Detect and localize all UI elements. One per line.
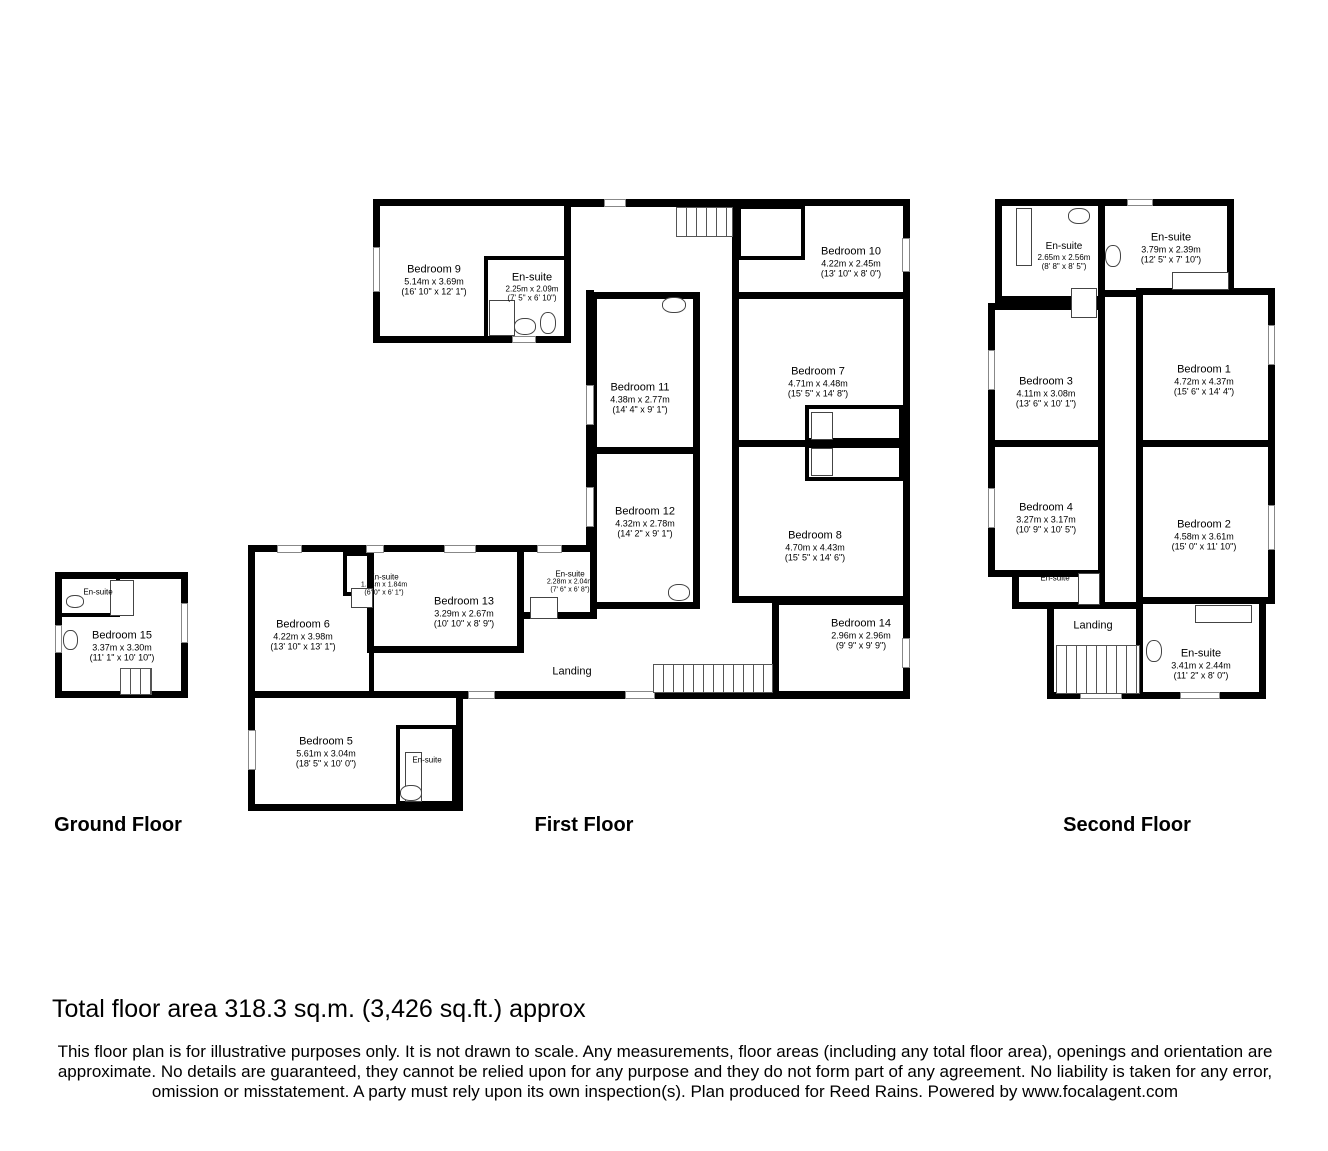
bedroom-2-walls bbox=[1136, 440, 1275, 604]
floor-title-first: First Floor bbox=[534, 814, 634, 836]
window bbox=[625, 691, 655, 699]
en-suite-10-walls bbox=[737, 205, 805, 260]
window bbox=[1268, 325, 1275, 365]
basin bbox=[63, 630, 78, 650]
bedroom-5-walls bbox=[248, 691, 463, 811]
shower-tray bbox=[351, 588, 373, 608]
window bbox=[55, 625, 62, 653]
stairs bbox=[120, 668, 152, 695]
basin bbox=[668, 584, 690, 601]
en-suite-5-walls bbox=[396, 725, 456, 805]
toilet bbox=[66, 595, 84, 608]
total-floor-area: Total floor area 318.3 sq.m. (3,426 sq.f… bbox=[52, 995, 586, 1023]
stairs bbox=[676, 207, 733, 237]
window bbox=[277, 545, 302, 553]
en-suite-8-walls bbox=[805, 444, 903, 481]
wall bbox=[373, 199, 909, 207]
window bbox=[902, 238, 910, 272]
basin bbox=[662, 297, 686, 313]
floor-title-second: Second Floor bbox=[1063, 814, 1191, 836]
shower-tray bbox=[811, 412, 833, 440]
basin bbox=[400, 785, 422, 801]
stairs bbox=[653, 664, 773, 693]
shower-tray bbox=[489, 300, 515, 336]
window bbox=[902, 638, 910, 668]
shower-tray bbox=[110, 580, 134, 616]
basin bbox=[1105, 245, 1121, 267]
room-label-landing: Landing bbox=[552, 665, 592, 678]
window bbox=[373, 247, 380, 292]
shower-tray bbox=[1078, 573, 1100, 605]
window bbox=[444, 545, 476, 553]
window bbox=[988, 350, 995, 390]
room-label-landing: Landing bbox=[1073, 619, 1113, 632]
bath bbox=[1195, 605, 1252, 623]
bedroom-12-walls bbox=[590, 447, 700, 609]
floor-title-ground: Ground Floor bbox=[54, 814, 182, 836]
stairs bbox=[1056, 645, 1140, 694]
window bbox=[988, 488, 995, 528]
window bbox=[1127, 199, 1153, 206]
basin bbox=[1146, 640, 1162, 662]
bath bbox=[1016, 208, 1032, 266]
shower-tray bbox=[811, 448, 833, 476]
room-label-en-suite: En-suite bbox=[1040, 573, 1070, 583]
wall bbox=[455, 691, 910, 699]
window bbox=[586, 385, 594, 425]
room-label-en-suite: En-suite bbox=[412, 755, 442, 765]
window bbox=[537, 545, 562, 553]
toilet bbox=[540, 312, 556, 334]
bath bbox=[1172, 272, 1229, 290]
basin bbox=[514, 318, 536, 335]
window bbox=[512, 336, 536, 343]
window bbox=[366, 545, 384, 553]
bedroom-11-walls bbox=[590, 292, 700, 454]
window bbox=[604, 199, 626, 207]
window bbox=[468, 691, 495, 699]
shower-tray bbox=[530, 597, 558, 619]
window bbox=[181, 603, 188, 643]
disclaimer: This floor plan is for illustrative purp… bbox=[57, 1042, 1273, 1101]
bedroom-1-walls bbox=[1136, 288, 1275, 447]
shower-tray bbox=[1071, 288, 1097, 318]
basin bbox=[1068, 208, 1090, 224]
window bbox=[248, 730, 256, 770]
room-label: En-suite bbox=[83, 587, 113, 597]
window bbox=[1180, 692, 1220, 699]
en-suite-7-walls bbox=[805, 405, 903, 442]
window bbox=[1268, 505, 1275, 550]
room-label-bedroom-15: Bedroom 15 3.37m x 3.30m (11' 1" x 10' 1… bbox=[89, 629, 155, 663]
bedroom-14-walls bbox=[772, 598, 910, 698]
window bbox=[586, 487, 594, 527]
